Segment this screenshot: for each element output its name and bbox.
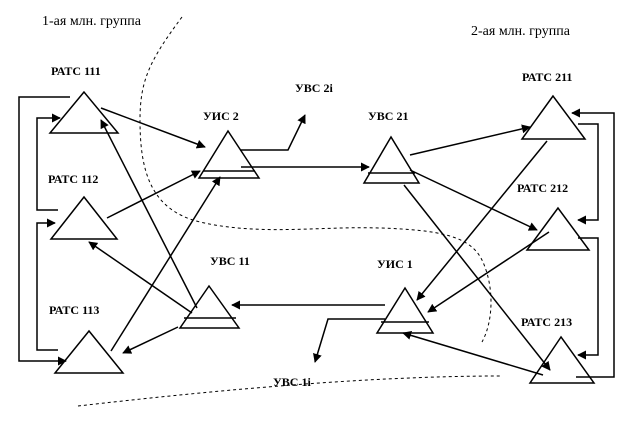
group2-label: 2-ая млн. группа — [471, 24, 570, 39]
label-ratc212: РАТС 212 — [517, 181, 569, 195]
link-ratc212-uis1 — [427, 231, 550, 313]
label-ratc111: РАТС 111 — [51, 64, 101, 78]
bus-right-211-to-212 — [577, 123, 599, 225]
label-ratc213: РАТС 213 — [521, 315, 573, 329]
label-ratc112: РАТС 112 — [48, 172, 99, 186]
link-ratc213-uis1 — [402, 331, 544, 376]
node-uis2 — [197, 129, 261, 179]
links — [88, 107, 551, 376]
link-uvs21-ratc212 — [409, 169, 538, 231]
label-ratc211: РАТС 211 — [522, 70, 573, 84]
bus-right — [571, 108, 615, 378]
link-ratc111-uis2 — [100, 107, 206, 149]
node-ratc212 — [525, 206, 591, 251]
link-ratc113-uis2 — [110, 176, 221, 352]
link-uis1-uvs1i — [313, 318, 385, 363]
link-uvs21-ratc211 — [409, 124, 531, 156]
group-boundary-bottom — [77, 375, 501, 407]
link-ratc211-uis1 — [416, 140, 548, 301]
bus-left-outer — [18, 96, 70, 366]
label-uis1: УИС 1 — [377, 257, 413, 271]
label-ratc113: РАТС 113 — [49, 303, 100, 317]
node-uvs11 — [178, 284, 241, 329]
group-boundary-top — [139, 16, 492, 343]
group1-label: 1-ая млн. группа — [42, 14, 141, 29]
node-ratc113 — [53, 329, 125, 374]
link-uvs21-ratc213 — [403, 184, 551, 371]
link-uvs11-ratc112 — [88, 241, 193, 314]
node-ratc111 — [48, 90, 120, 134]
bus-left — [18, 96, 70, 366]
node-ratc211 — [520, 94, 587, 140]
label-uvs1i: УВС 1i — [273, 375, 311, 389]
label-uvs2i: УВС 2i — [295, 81, 333, 95]
bus-left-112-up — [36, 113, 61, 211]
node-uvs21 — [362, 135, 421, 184]
link-uis2-uvs2i — [240, 114, 306, 151]
bus-left-113-to-112 — [36, 218, 58, 351]
label-uvs11: УВС 11 — [210, 254, 250, 268]
node-ratc213 — [528, 335, 596, 384]
bus-right-212-to-213 — [577, 237, 599, 360]
group-boundaries — [77, 16, 501, 407]
node-ratc112 — [49, 195, 119, 240]
label-uis2: УИС 2 — [203, 109, 239, 123]
link-ratc112-uis2 — [106, 170, 201, 219]
node-uis1 — [375, 286, 435, 334]
bus-right-outer — [571, 108, 615, 378]
link-uvs11-ratc113 — [122, 326, 179, 354]
label-uvs21: УВС 21 — [368, 109, 409, 123]
link-uvs11-ratc111 — [100, 119, 198, 309]
